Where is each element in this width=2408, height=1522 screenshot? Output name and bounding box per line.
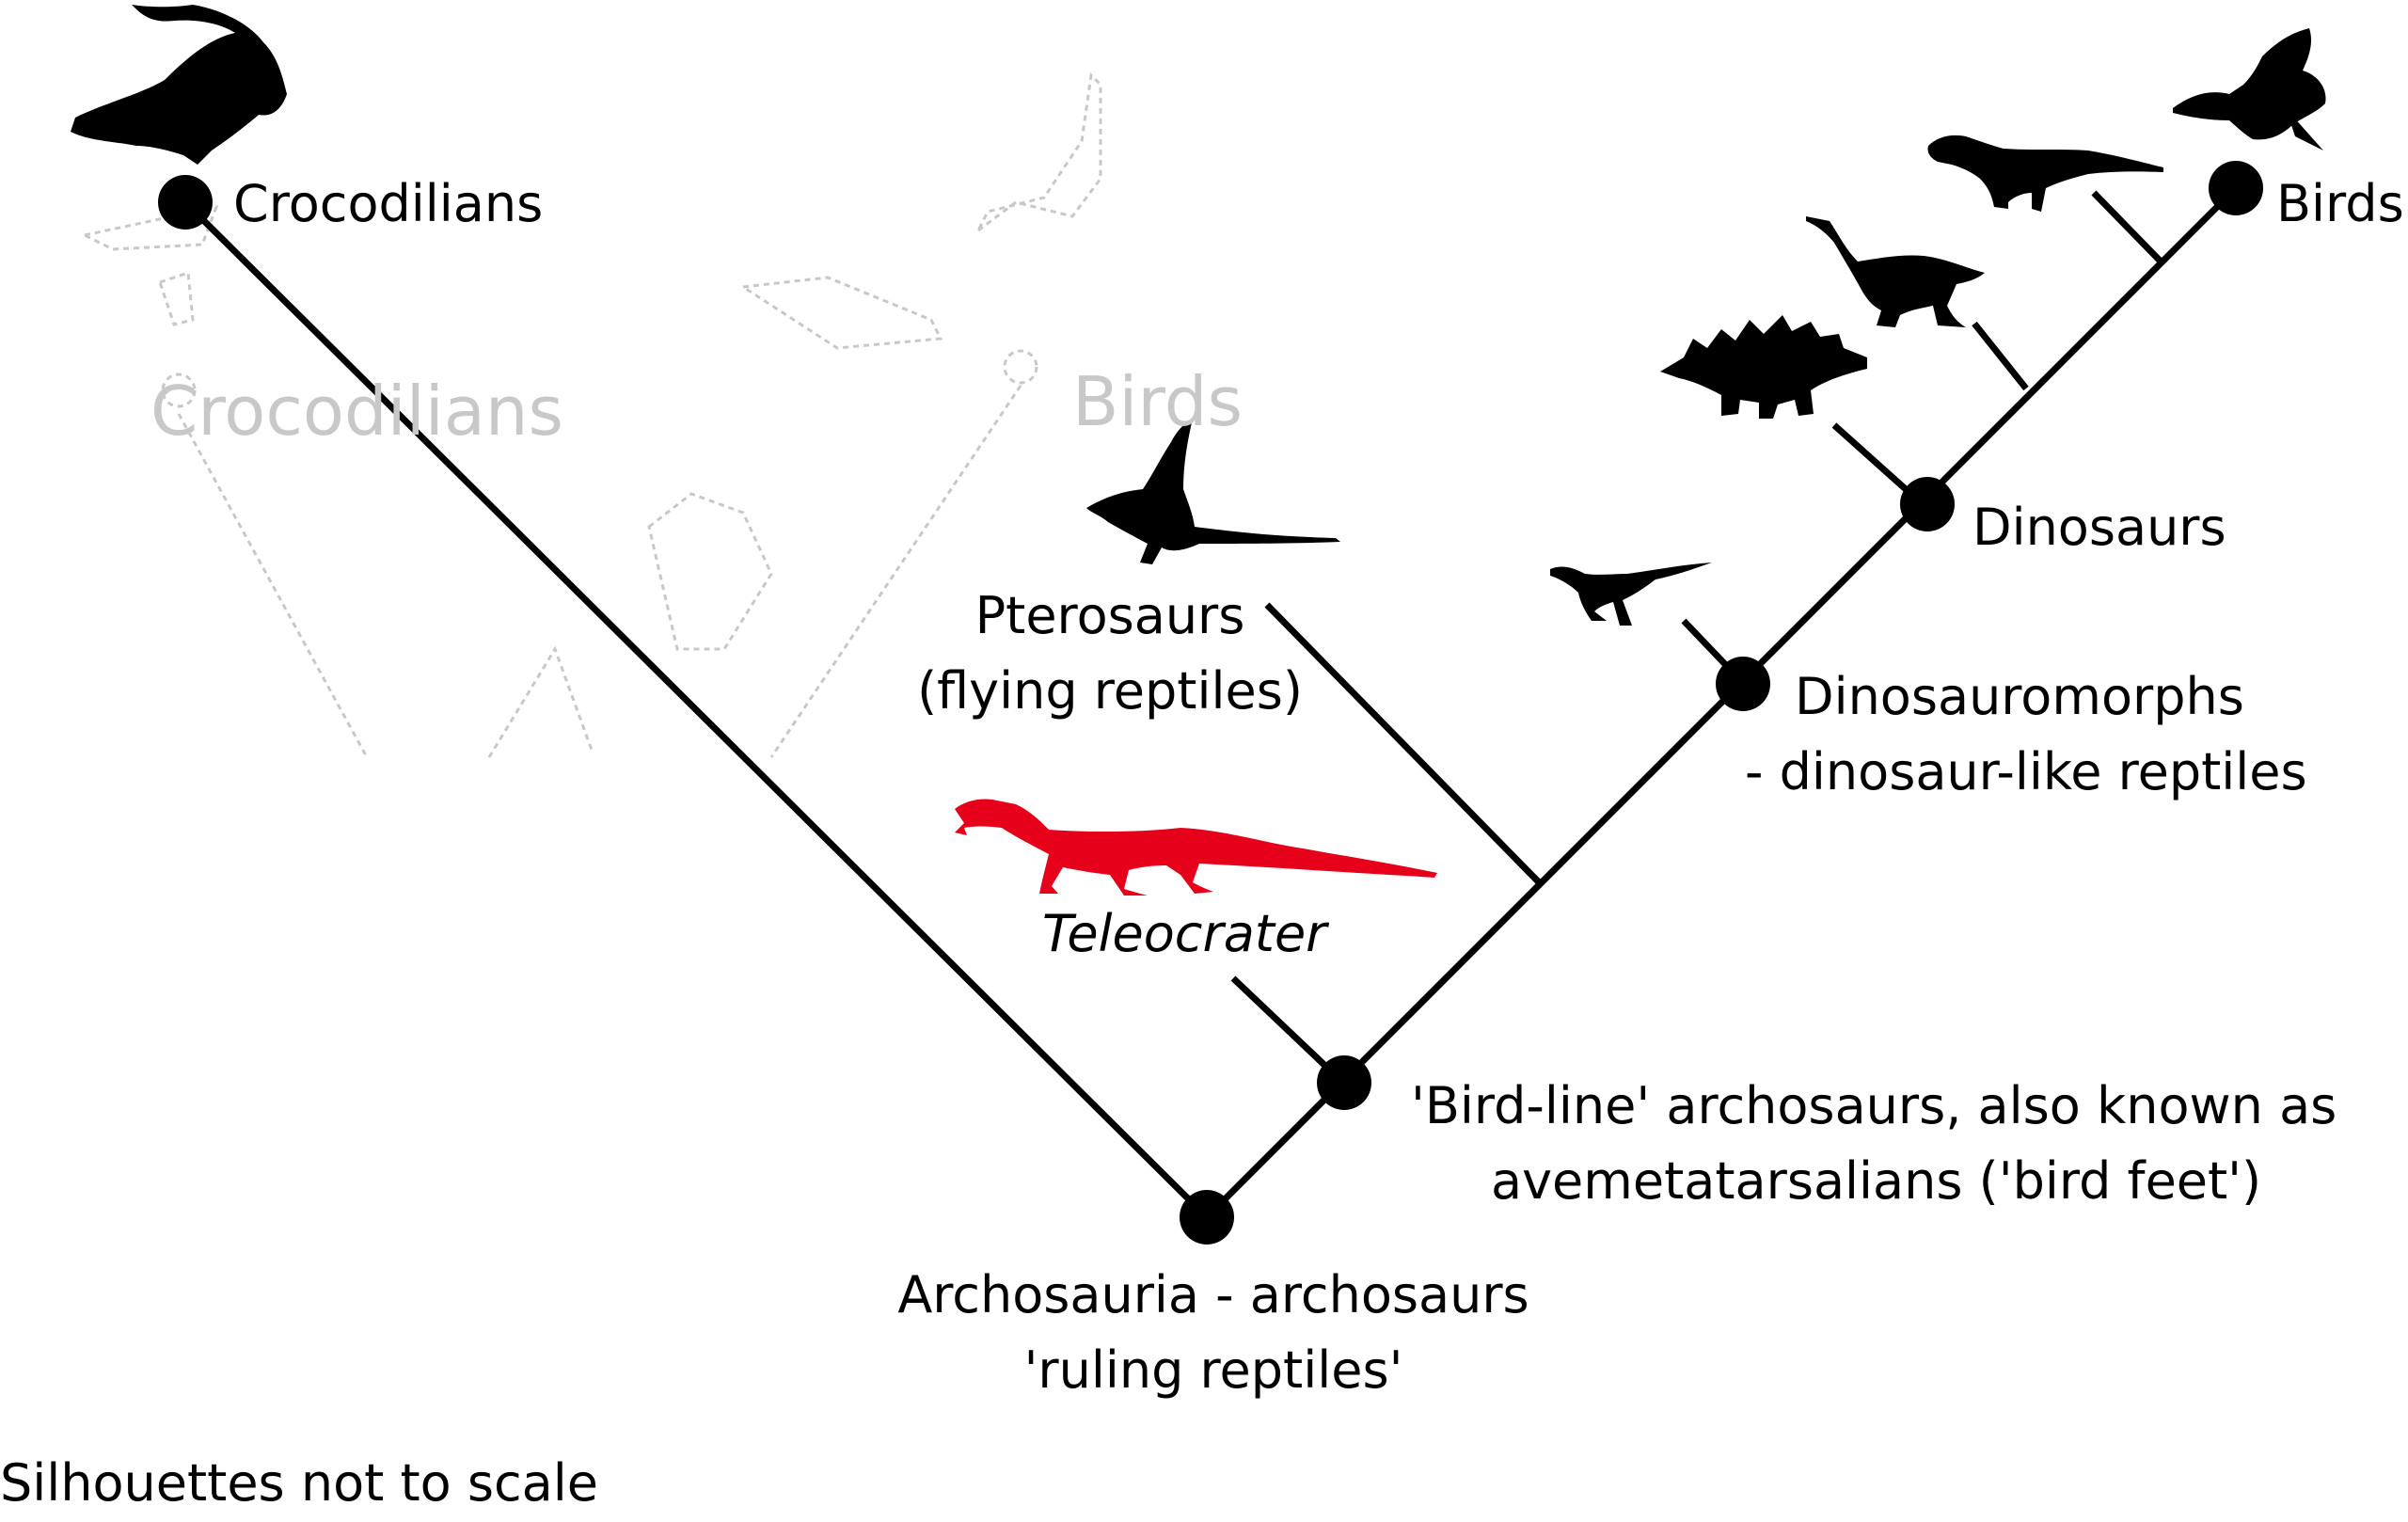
ghost-birds-label: Birds xyxy=(1072,362,1243,441)
node-crocodilians xyxy=(158,175,213,230)
label-dinosauromorphs-line2: - dinosaur-like reptiles xyxy=(1745,742,2307,801)
node-archosauria xyxy=(1180,1190,1234,1245)
teleocrater-icon xyxy=(955,799,1437,896)
label-dinosauromorphs-line1: Dinosauromorphs xyxy=(1795,667,2244,726)
ghost-crocodilians-label: Crocodilians xyxy=(150,372,563,451)
pterosaur-icon xyxy=(1086,419,1340,564)
branch-bird-line xyxy=(1204,185,2239,1220)
label-teleocrater: Teleocrater xyxy=(1042,904,1327,963)
node-dinosaurs xyxy=(1900,477,1955,531)
label-bird-line-line2: avemetatarsalians ('bird feet') xyxy=(1491,1151,2262,1211)
label-bird-line-line1: 'Bird-line' archosaurs, also known as xyxy=(1411,1076,2337,1135)
dinosauromorph-icon xyxy=(1550,563,1712,626)
sauropodomorph-icon xyxy=(1806,216,1985,327)
node-birds xyxy=(2209,161,2263,215)
node-dinosauromorphs xyxy=(1716,657,1770,711)
branch-sauropodomorph xyxy=(1972,321,2029,391)
branch-theropod xyxy=(2091,190,2166,267)
label-pterosaurs-line2: (flying reptiles) xyxy=(917,661,1303,721)
crocodile-icon xyxy=(71,5,287,165)
theropod-icon xyxy=(1927,135,2163,212)
label-archosauria-line2: 'ruling reptiles' xyxy=(1023,1340,1403,1400)
label-pterosaurs-line1: Pterosaurs xyxy=(974,586,1245,645)
label-crocodilians: Crocodilians xyxy=(233,174,544,233)
branch-pterosaurs xyxy=(1264,602,1544,887)
ghost-tree xyxy=(80,71,1102,758)
label-dinosaurs: Dinosaurs xyxy=(1972,498,2226,557)
bird-icon xyxy=(2173,28,2326,151)
branch-crocodilians xyxy=(182,199,1210,1220)
node-bird-line xyxy=(1317,1055,1371,1110)
label-archosauria-line1: Archosauria - archosaurs xyxy=(897,1265,1529,1324)
footnote: Silhouettes not to scale xyxy=(0,1453,598,1513)
nodes xyxy=(158,161,2263,1245)
label-birds: Birds xyxy=(2276,174,2404,233)
stegosaur-icon xyxy=(1660,315,1867,419)
